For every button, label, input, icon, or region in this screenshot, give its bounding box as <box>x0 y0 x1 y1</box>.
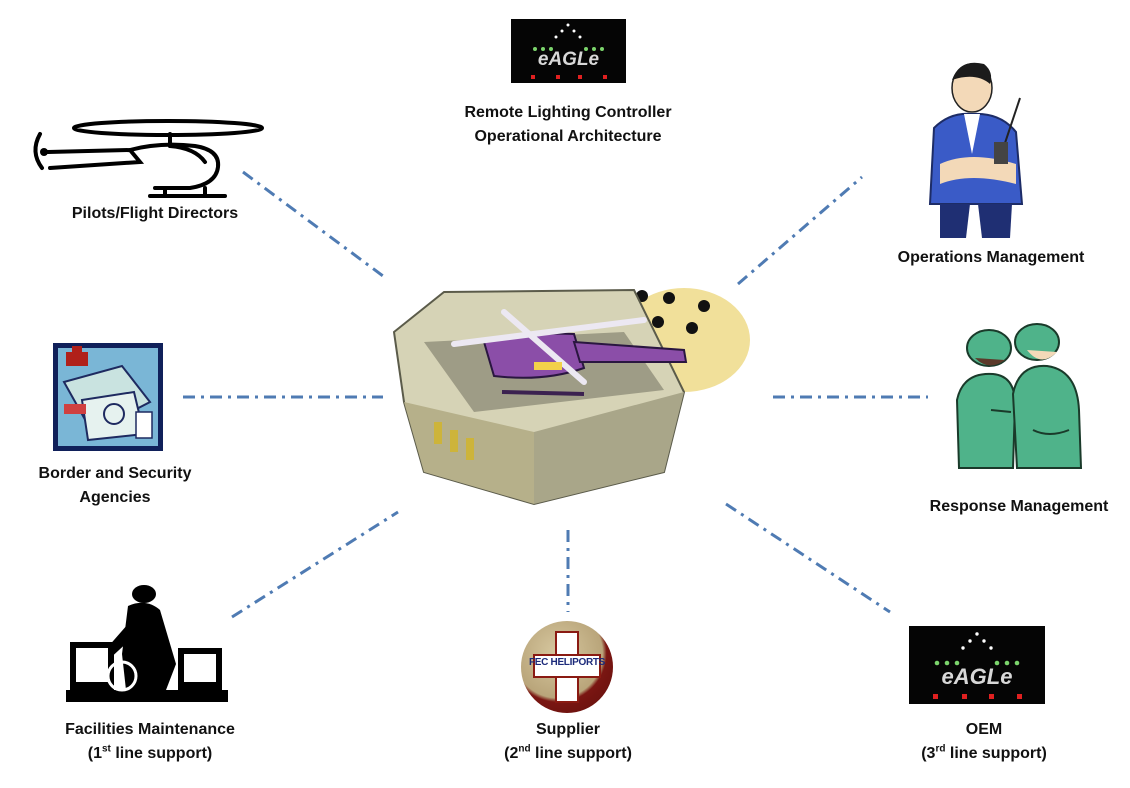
connector-facilities <box>231 510 399 619</box>
border-label-line-2: Agencies <box>79 489 151 506</box>
eagle-logo-text: eAGLe <box>537 49 600 70</box>
border-label: Border and Security Agencies <box>10 462 220 510</box>
pilots-label: Pilots/Flight Directors <box>71 205 239 222</box>
connector-oem <box>725 502 891 614</box>
heliport-hub-icon <box>392 288 750 506</box>
maintenance-worker-icon <box>66 585 228 702</box>
oem-label-line-2: (3rd line support) <box>921 743 1047 762</box>
border-label-line-1: Border and Security <box>38 465 192 482</box>
eagle-logo-text: eAGLe <box>941 664 1013 689</box>
facilities-label-line-1: Facilities Maintenance <box>65 721 235 738</box>
documents-stamp-icon <box>53 343 163 451</box>
fec-logo-text: FEC HELIPORTS <box>528 657 606 668</box>
security-officer-icon <box>928 62 1024 238</box>
response-label: Response Management <box>929 498 1109 515</box>
oem-label: OEM (3rd line support) <box>884 718 1084 766</box>
oem-label-line-1: OEM <box>965 721 1003 738</box>
connector-pilots <box>242 170 384 278</box>
supplier-label: Supplier (2nd line support) <box>468 718 668 766</box>
eagle-logo-oem: eAGLe <box>909 626 1045 704</box>
title-line-1: Remote Lighting Controller <box>464 104 672 121</box>
facilities-label: Facilities Maintenance (1st line support… <box>30 718 270 766</box>
medical-team-icon <box>955 323 1083 469</box>
supplier-label-line-1: Supplier <box>535 721 600 738</box>
supplier-label-line-2: (2nd line support) <box>504 743 632 762</box>
facilities-label-line-2: (1st line support) <box>87 743 213 762</box>
connector-operations <box>737 175 863 286</box>
fec-heliports-logo: FEC HELIPORTS <box>521 621 613 713</box>
title-line-2: Operational Architecture <box>474 128 662 145</box>
helicopter-icon <box>33 119 264 198</box>
eagle-logo-top: eAGLe <box>511 19 626 83</box>
diagram-title: Remote Lighting Controller Operational A… <box>428 101 708 149</box>
operations-label: Operations Management <box>897 249 1085 266</box>
cross-horizontal <box>533 654 601 678</box>
